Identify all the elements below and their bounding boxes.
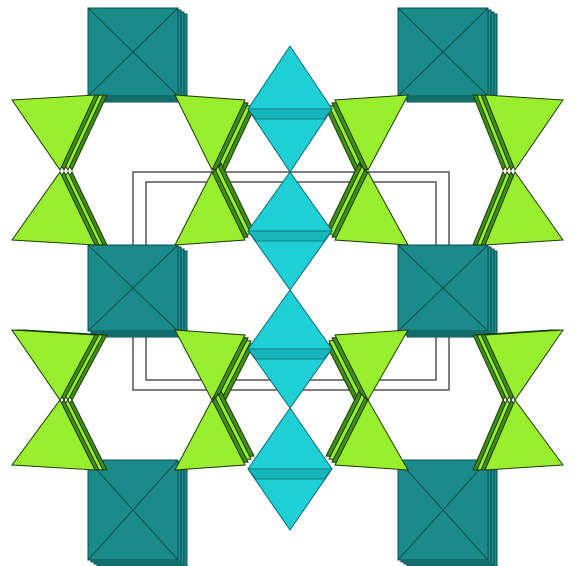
octahedron-shade: [248, 231, 332, 241]
dark-octahedron: [88, 460, 187, 566]
octahedron-shade: [248, 349, 332, 359]
octahedron-shade: [248, 109, 332, 119]
dark-octahedron: [398, 460, 497, 566]
dark-octahedron: [398, 8, 497, 102]
dark-octahedron: [398, 245, 497, 337]
dark-octahedron: [88, 8, 187, 102]
octahedron-shade: [248, 469, 332, 479]
dark-octahedron: [88, 245, 187, 337]
